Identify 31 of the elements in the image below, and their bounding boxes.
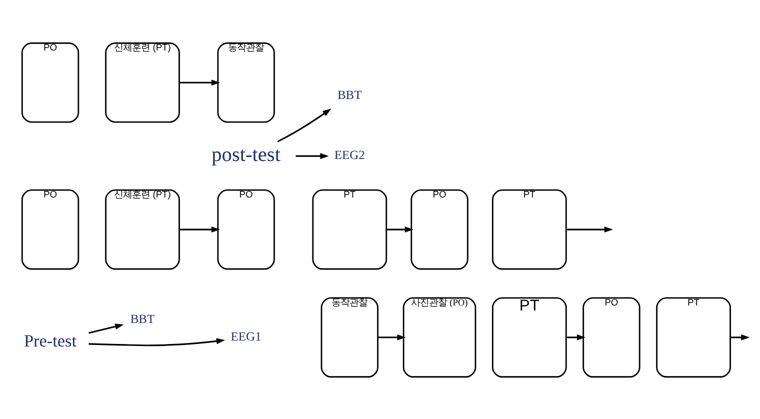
arrow xyxy=(296,152,329,159)
node-box: PO xyxy=(410,188,468,270)
node-box: PO xyxy=(21,188,80,270)
node-box: 신체훈련 (PT) xyxy=(105,188,180,270)
node-box: 신체훈련 (PT) xyxy=(105,42,180,122)
node-text: EEG1 xyxy=(230,328,262,343)
node-box: PT xyxy=(492,296,567,378)
node-box: PO xyxy=(21,42,80,122)
arrow xyxy=(730,334,750,340)
arrow xyxy=(566,226,613,232)
node-text: BBT xyxy=(337,87,362,102)
arrow xyxy=(179,226,220,232)
node-box: PO xyxy=(582,296,640,378)
arrow xyxy=(566,334,586,340)
arrow xyxy=(277,108,332,142)
node-box: PT xyxy=(656,296,731,378)
node-box: 동작관찰 xyxy=(320,296,378,378)
node-box: PT xyxy=(492,188,567,270)
node-box: PT xyxy=(312,188,388,270)
arrow xyxy=(386,226,414,232)
node-text: EEG2 xyxy=(334,148,365,162)
node-box: 동작관찰 xyxy=(217,42,275,122)
arrow xyxy=(179,79,220,86)
node-box: PO xyxy=(217,188,275,270)
arrow xyxy=(378,334,406,340)
node-text: post-test xyxy=(212,143,280,166)
node-text: Pre-test xyxy=(24,330,77,350)
node-box: 사진관찰 (PO) xyxy=(402,296,476,378)
node-text: BBT xyxy=(130,312,155,326)
arrow xyxy=(88,338,226,346)
arrow xyxy=(88,323,124,334)
